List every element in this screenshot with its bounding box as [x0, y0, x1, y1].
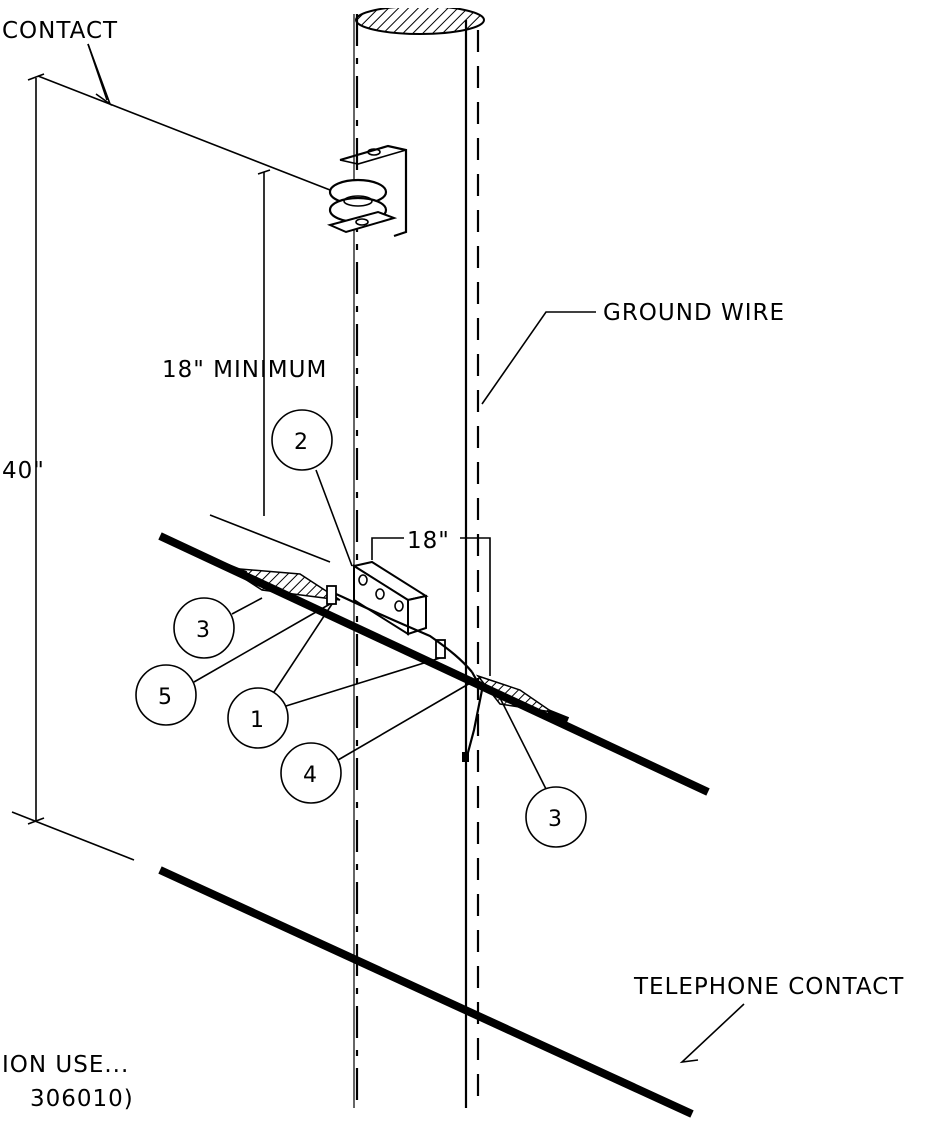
- callout-5-number: 5: [158, 685, 172, 710]
- callout-2-number: 2: [294, 430, 308, 455]
- label-18-minimum: 18" MINIMUM: [162, 357, 327, 383]
- callout-circle-3-left: [173, 597, 235, 659]
- callout-circle-2: [271, 409, 333, 471]
- wrap-tape-left: [227, 567, 341, 601]
- callout-4-number: 4: [303, 763, 317, 788]
- connector-left: [326, 585, 337, 605]
- callout-circle-1: [227, 687, 289, 749]
- label-contact-top: CONTACT: [2, 18, 118, 44]
- callout-3-right-number: 3: [548, 807, 562, 832]
- insulator-bracket: [326, 144, 408, 238]
- note-line-1: ION USE...: [2, 1052, 129, 1078]
- label-40-inch: 40": [2, 458, 45, 484]
- utility-pole: [353, 0, 485, 1108]
- label-18-bond-spacing: 18": [407, 528, 450, 554]
- bonding-clamp: [351, 560, 429, 636]
- callout-circle-5: [135, 664, 197, 726]
- callout-circle-3-right: [525, 786, 587, 848]
- callout-1-number: 1: [250, 708, 264, 733]
- pole-top-section: [355, 5, 485, 35]
- label-telephone-contact: TELEPHONE CONTACT: [633, 974, 904, 1000]
- label-ground-wire: GROUND WIRE: [603, 300, 785, 326]
- callout-circle-4: [280, 742, 342, 804]
- callout-3-left-number: 3: [196, 618, 210, 643]
- lower-cable: [158, 866, 694, 1118]
- connector-right: [435, 639, 446, 659]
- note-line-2: 306010): [30, 1086, 134, 1112]
